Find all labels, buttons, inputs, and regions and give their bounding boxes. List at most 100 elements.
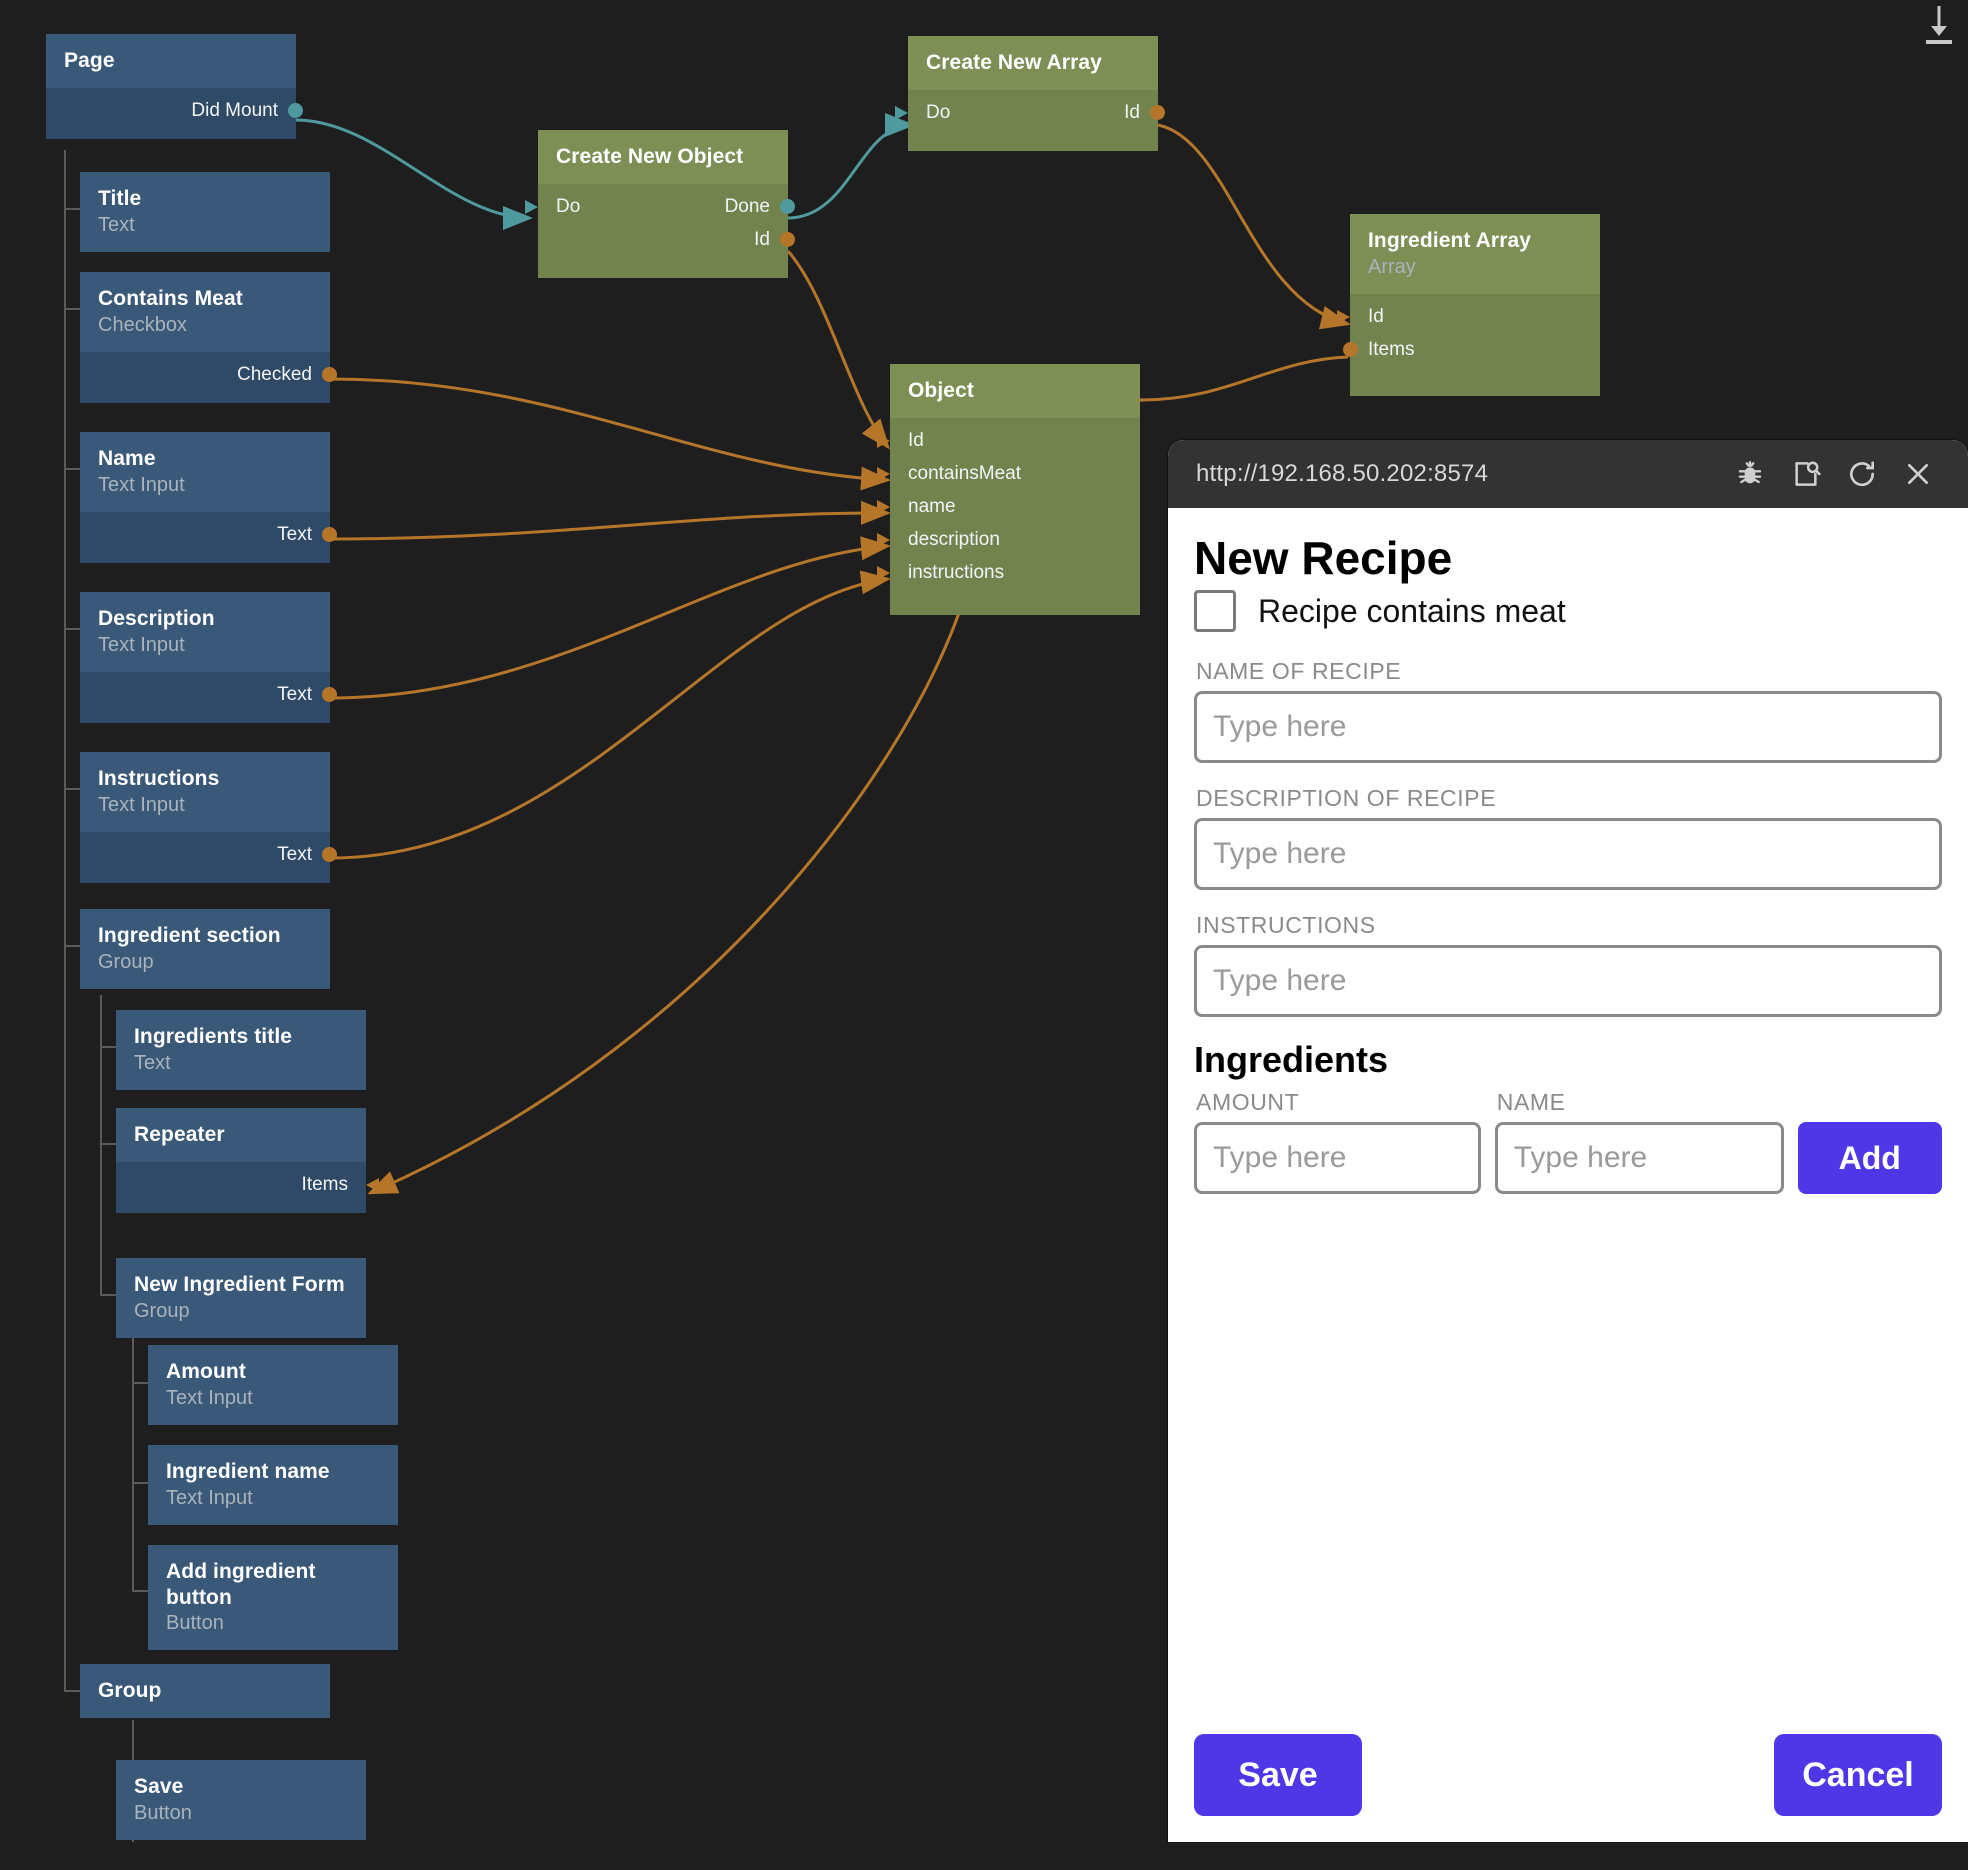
node-ports: Do Done Id [525, 183, 795, 278]
reload-icon[interactable] [1834, 446, 1890, 502]
node-amount-input[interactable]: Amount Text Input [148, 1345, 398, 1425]
node-ports: Did Mount [46, 87, 303, 139]
node-subtitle: Text [98, 213, 135, 236]
port-arrow-data[interactable] [877, 565, 890, 580]
preview-toolbar: http://192.168.50.202:8574 [1168, 440, 1968, 508]
node-ingredient-section[interactable]: Ingredient section Group [80, 909, 330, 989]
port-items[interactable]: Items [1343, 333, 1600, 366]
node-header: Group [80, 1664, 330, 1718]
port-dot-data[interactable] [322, 366, 337, 382]
node-header: Amount Text Input [148, 1345, 398, 1425]
description-of-recipe-label: DESCRIPTION OF RECIPE [1196, 785, 1497, 812]
port-do[interactable]: Do Done [525, 190, 795, 223]
node-contains-meat[interactable]: Contains Meat Checkbox Checked [80, 272, 337, 403]
node-ingredient-name-input[interactable]: Ingredient name Text Input [148, 1445, 398, 1525]
port-dot-data[interactable] [780, 231, 795, 247]
ingredient-name-label: NAME [1496, 1089, 1566, 1116]
port-id[interactable]: Id [877, 424, 1140, 457]
node-instructions-input[interactable]: Instructions Text Input Text [80, 752, 337, 883]
port-instructions[interactable]: instructions [877, 556, 1140, 589]
name-of-recipe-input[interactable] [1194, 691, 1942, 764]
port-arrow-data[interactable] [366, 1177, 379, 1192]
node-group[interactable]: Group [80, 1664, 330, 1718]
cancel-button[interactable]: Cancel [1774, 1734, 1942, 1816]
port-id[interactable]: Id [1337, 300, 1600, 333]
port-checked[interactable]: Checked [80, 358, 337, 391]
node-title: Contains Meat [98, 287, 243, 310]
node-page[interactable]: Page Did Mount [46, 34, 303, 139]
node-repeater[interactable]: Repeater Items [116, 1108, 379, 1213]
node-create-new-object[interactable]: Create New Object Do Done Id [525, 130, 795, 278]
node-title: Object [908, 379, 974, 402]
port-dot-data[interactable] [322, 686, 337, 702]
node-header: Name Text Input [80, 432, 330, 512]
node-save-button[interactable]: Save Button [116, 1760, 366, 1870]
node-description-input[interactable]: Description Text Input Text [80, 592, 337, 723]
amount-input[interactable] [1194, 1122, 1481, 1195]
url-text[interactable]: http://192.168.50.202:8574 [1196, 460, 1489, 487]
node-title-text[interactable]: Title Text [80, 172, 330, 252]
instructions-input[interactable] [1194, 945, 1942, 1018]
tree-guide-branch [64, 468, 80, 470]
port-arrow-data[interactable] [877, 433, 890, 448]
port-name[interactable]: name [877, 490, 1140, 523]
preview-footer: Save Cancel [1168, 1708, 1968, 1842]
node-title: Description [98, 607, 215, 630]
port-arrow-data[interactable] [877, 532, 890, 547]
port-description[interactable]: description [877, 523, 1140, 556]
node-create-new-array[interactable]: Create New Array Do Id [895, 36, 1165, 151]
node-object[interactable]: Object Id containsMeat name description … [877, 364, 1140, 615]
tree-guide-branch [100, 1046, 116, 1048]
contains-meat-checkbox[interactable] [1194, 590, 1236, 633]
close-icon[interactable] [1890, 446, 1946, 502]
port-dot-data[interactable] [1150, 104, 1165, 120]
port-arrow-data[interactable] [877, 499, 890, 514]
port-dot-data[interactable] [1343, 341, 1358, 357]
node-header: Ingredient name Text Input [148, 1445, 398, 1525]
add-ingredient-button[interactable]: Add [1797, 1122, 1942, 1195]
node-ports: Items [116, 1161, 379, 1213]
port-dot-data[interactable] [322, 846, 337, 862]
port-arrow-data[interactable] [877, 466, 890, 481]
node-header: Save Button [116, 1760, 366, 1840]
port-arrow-data[interactable] [1337, 309, 1350, 324]
port-dot-data[interactable] [322, 526, 337, 542]
port-dot-signal[interactable] [780, 198, 795, 214]
port-did-mount[interactable]: Did Mount [46, 94, 303, 127]
node-add-ingredient-button[interactable]: Add ingredient button Button [148, 1545, 398, 1651]
node-subtitle: Text Input [98, 473, 185, 496]
port-do[interactable]: Do Id [895, 96, 1165, 129]
node-subtitle: Button [166, 1612, 224, 1635]
port-items[interactable]: Items [116, 1168, 379, 1201]
node-ingredient-array[interactable]: Ingredient Array Array Id Items [1337, 214, 1600, 396]
contains-meat-row: Recipe contains meat [1194, 590, 1942, 633]
debug-bug-icon[interactable] [1722, 446, 1778, 502]
node-title: Instructions [98, 767, 220, 790]
ingredient-name-input[interactable] [1494, 1122, 1784, 1195]
port-dot-signal[interactable] [288, 102, 303, 118]
port-contains-meat[interactable]: containsMeat [877, 457, 1140, 490]
node-title: Ingredients title [134, 1025, 293, 1048]
node-ingredients-title[interactable]: Ingredients title Text [116, 1010, 366, 1090]
port-arrow-signal[interactable] [895, 105, 908, 120]
tree-guide-branch [64, 945, 80, 947]
node-subtitle: Group [134, 1299, 190, 1322]
node-header: Ingredient section Group [80, 909, 330, 989]
inspect-page-icon[interactable] [1778, 446, 1834, 502]
save-button[interactable]: Save [1194, 1734, 1362, 1816]
node-header: Instructions Text Input [80, 752, 330, 832]
port-arrow-signal[interactable] [525, 199, 538, 214]
description-of-recipe-input[interactable] [1194, 818, 1942, 891]
node-name-input[interactable]: Name Text Input Text [80, 432, 337, 563]
port-text[interactable]: Text [80, 518, 337, 551]
name-of-recipe-label: NAME OF RECIPE [1196, 658, 1402, 685]
ingredient-name-column: NAME [1494, 1089, 1784, 1216]
port-id[interactable]: Id [538, 223, 795, 256]
tree-guide-vertical [132, 1330, 134, 1590]
port-text[interactable]: Text [80, 678, 337, 711]
tree-guide-vertical [64, 150, 66, 1690]
port-text[interactable]: Text [80, 838, 337, 871]
download-icon[interactable] [1922, 4, 1956, 55]
node-new-ingredient-form[interactable]: New Ingredient Form Group [116, 1258, 366, 1338]
browser-preview-panel[interactable]: http://192.168.50.202:8574 [1168, 440, 1968, 1842]
